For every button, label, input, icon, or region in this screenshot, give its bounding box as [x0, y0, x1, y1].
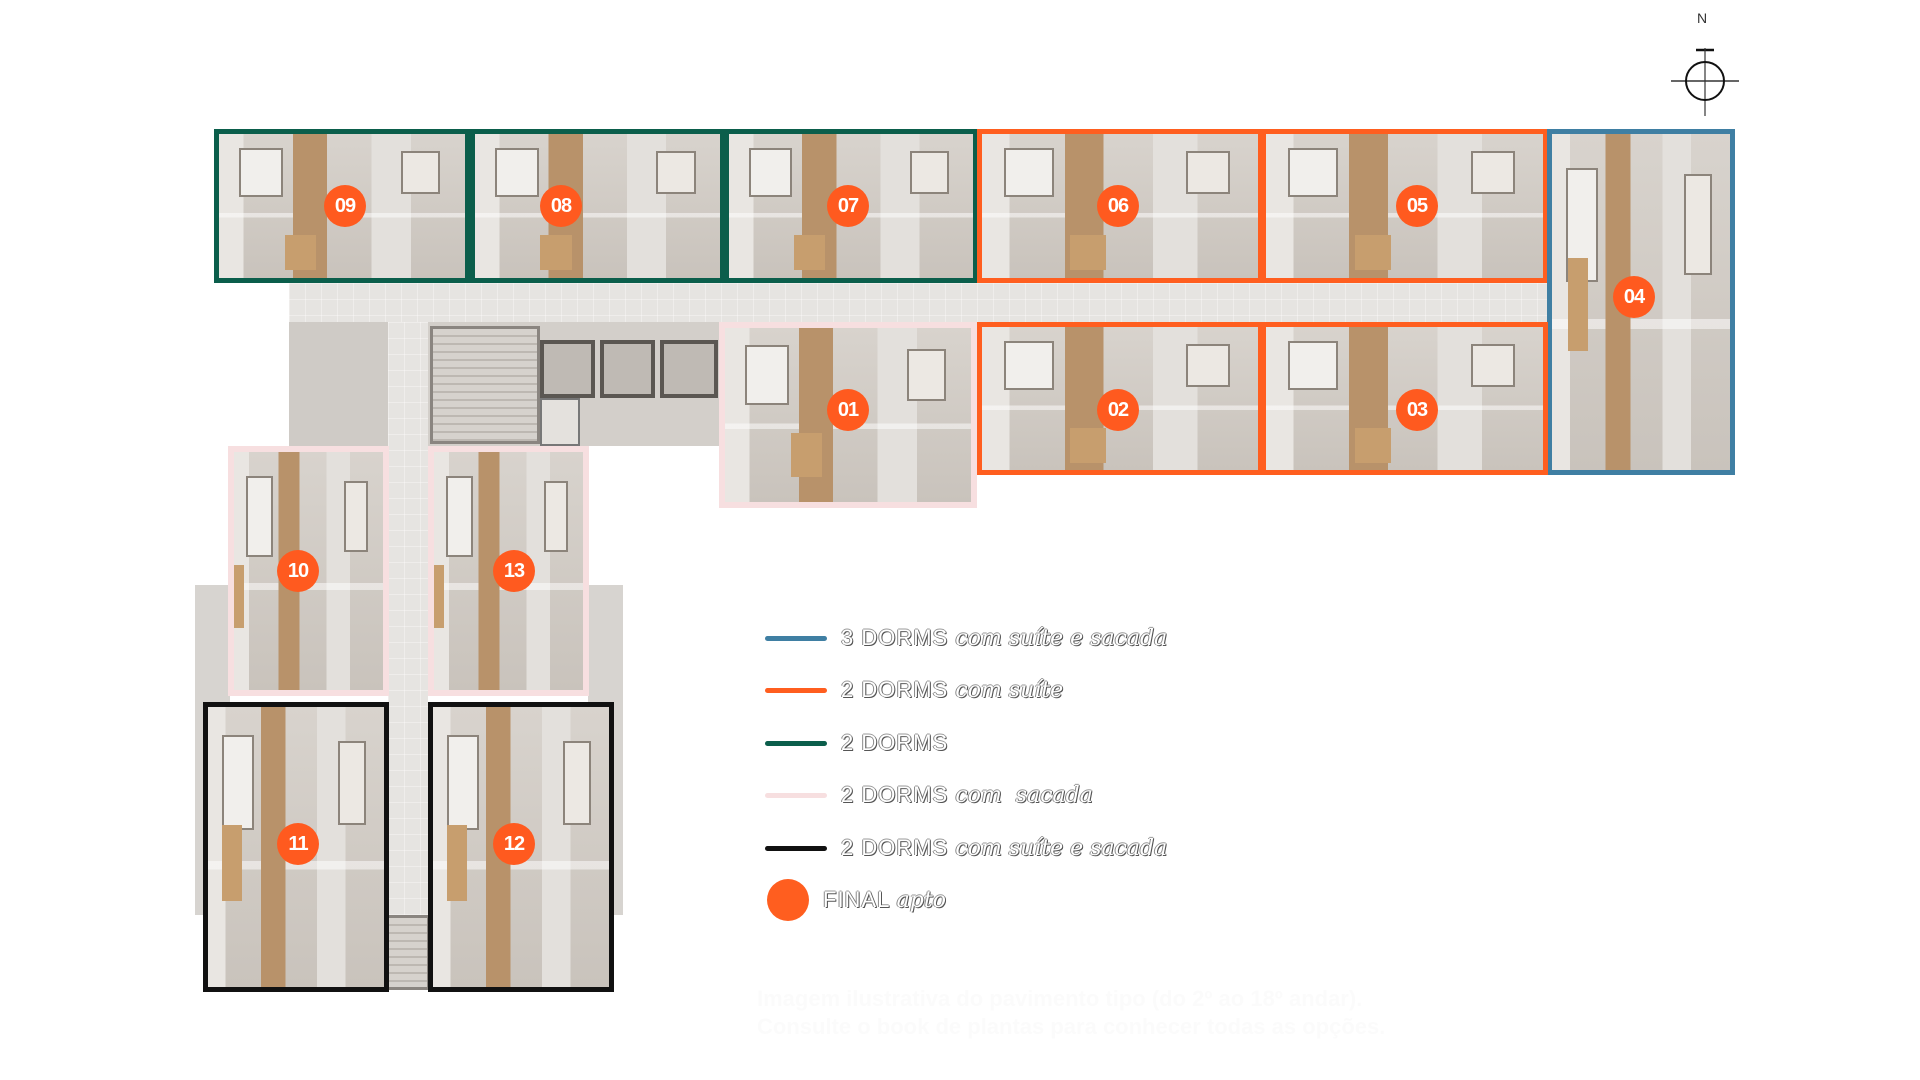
elevator-3: [660, 340, 718, 398]
final-apto-dot-icon: [767, 879, 809, 921]
unit-badge-11: 11: [277, 823, 319, 865]
legend-main: 2 DORMS: [841, 677, 949, 702]
legend-main: 2 DORMS: [841, 835, 949, 860]
legend-item-2-dorms: 2 DORMS: [765, 728, 948, 758]
legend-swatch: [765, 792, 827, 798]
disclaimer-line-2: Consulte o book de plantas para conhecer…: [757, 1014, 1386, 1039]
compass-icon: [1671, 48, 1739, 116]
legend-item-2-dorms-suite: 2 DORMS com suíte: [765, 675, 1063, 705]
legend-item-3-dorms-suite-sacada: 3 DORMS com suíte e sacada: [765, 623, 1167, 653]
unit-badge-04: 04: [1613, 276, 1655, 318]
legend-detail: com suíte: [955, 678, 1064, 703]
legend-detail: com suíte e sacada: [955, 626, 1168, 651]
north-compass: N: [1665, 10, 1745, 116]
unit-badge-07: 07: [827, 185, 869, 227]
shaft: [540, 398, 580, 446]
legend-detail: com sacada: [955, 783, 1093, 808]
unit-badge-13: 13: [493, 550, 535, 592]
disclaimer-note: Imagem ilustrativa do pavimento tipo (do…: [757, 985, 1387, 1041]
unit-badge-10: 10: [277, 550, 319, 592]
legend-main: 2 DORMS: [841, 730, 949, 755]
unit-badge-12: 12: [493, 823, 535, 865]
unit-badge-01: 01: [827, 389, 869, 431]
unit-badge-05: 05: [1396, 185, 1438, 227]
legend-item-2-dorms-sacada: 2 DORMS com sacada: [765, 780, 1093, 810]
legend-swatch: [765, 687, 827, 693]
left-shaft: [289, 322, 389, 446]
legend-swatch: [765, 635, 827, 641]
unit-badge-03: 03: [1396, 389, 1438, 431]
disclaimer-line-1: Imagem ilustrativa do pavimento tipo (do…: [757, 986, 1363, 1011]
elevator-2: [600, 340, 655, 398]
unit-07[interactable]: [724, 129, 978, 283]
stairs: [430, 326, 540, 444]
unit-06[interactable]: [977, 129, 1263, 283]
north-label: N: [1697, 10, 1708, 26]
legend-detail: com suíte e sacada: [955, 836, 1168, 861]
legend-main: 3 DORMS: [841, 625, 949, 650]
legend-item-2-dorms-suite-sacada: 2 DORMS com suíte e sacada: [765, 833, 1167, 863]
unit-01[interactable]: [719, 322, 977, 508]
unit-badge-09: 09: [324, 185, 366, 227]
legend-detail: apto: [896, 888, 946, 913]
legend-swatch: [765, 740, 827, 746]
unit-badge-06: 06: [1097, 185, 1139, 227]
bottom-stairs: [386, 915, 430, 990]
unit-08[interactable]: [470, 129, 725, 283]
legend-item-final-apto: FINAL apto: [757, 878, 946, 922]
elevator-1: [540, 340, 595, 398]
legend-swatch: [765, 845, 827, 851]
legend-main: FINAL: [823, 887, 890, 912]
unit-badge-02: 02: [1097, 389, 1139, 431]
wing-corridor: [388, 322, 428, 990]
unit-badge-08: 08: [540, 185, 582, 227]
legend-main: 2 DORMS: [841, 782, 949, 807]
main-corridor: [289, 283, 1548, 322]
